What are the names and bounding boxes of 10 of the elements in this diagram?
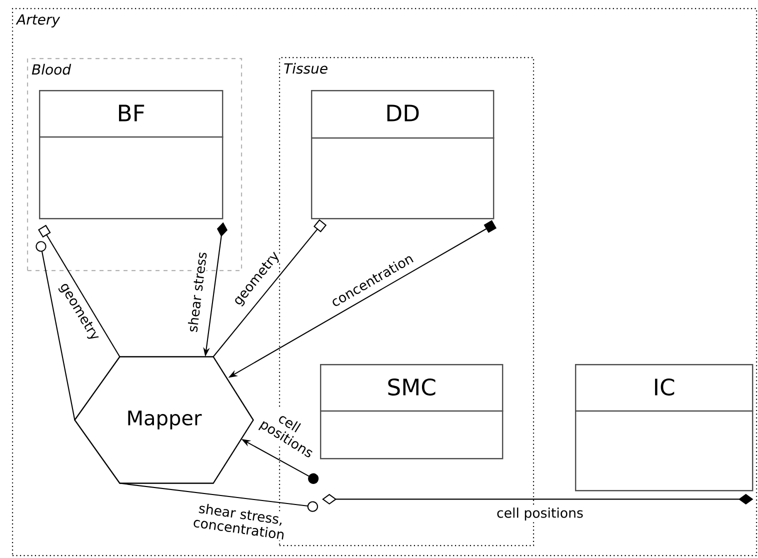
edge-label: shear stress, concentration (182, 499, 298, 543)
class-box: SMC (320, 364, 504, 460)
connector (120, 482, 318, 512)
connector (36, 241, 76, 420)
edge-label: shear stress (185, 250, 209, 334)
mapper-hexagon: Mapper (74, 356, 254, 484)
class-box: BF (39, 90, 224, 220)
class-box: DD (311, 90, 494, 220)
class-box: IC (575, 364, 754, 492)
edge-label: cell positions (495, 506, 585, 522)
